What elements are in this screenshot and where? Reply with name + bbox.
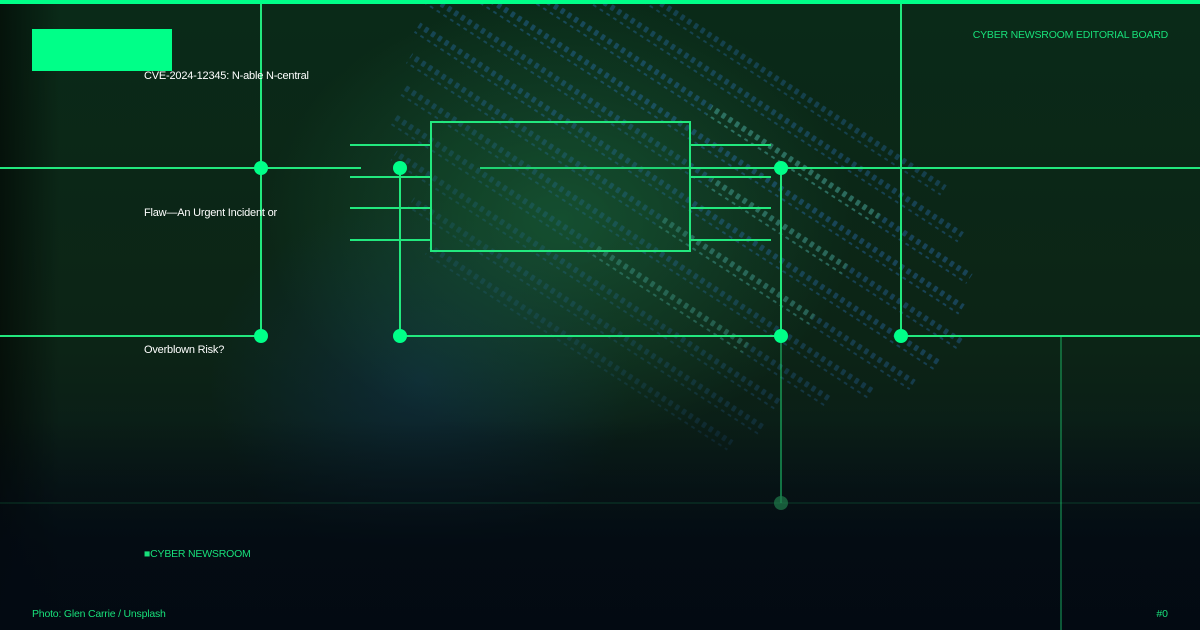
headline-line-3: Overblown Risk? bbox=[144, 344, 225, 356]
footer-brand: ■CYBER NEWSROOM bbox=[144, 548, 251, 560]
top-accent-bar bbox=[0, 0, 1200, 4]
bottom-shade bbox=[0, 420, 1200, 630]
post-number: #0 bbox=[1156, 608, 1168, 620]
logo-block-icon bbox=[32, 29, 172, 71]
headline-line-1: CVE-2024-12345: N-able N-central bbox=[144, 70, 309, 82]
brand-name: CYBER NEWSROOM EDITORIAL BOARD bbox=[972, 29, 1168, 41]
headline-line-2: Flaw—An Urgent Incident or bbox=[144, 207, 277, 219]
photo-credit: Photo: Glen Carrie / Unsplash bbox=[32, 608, 166, 620]
